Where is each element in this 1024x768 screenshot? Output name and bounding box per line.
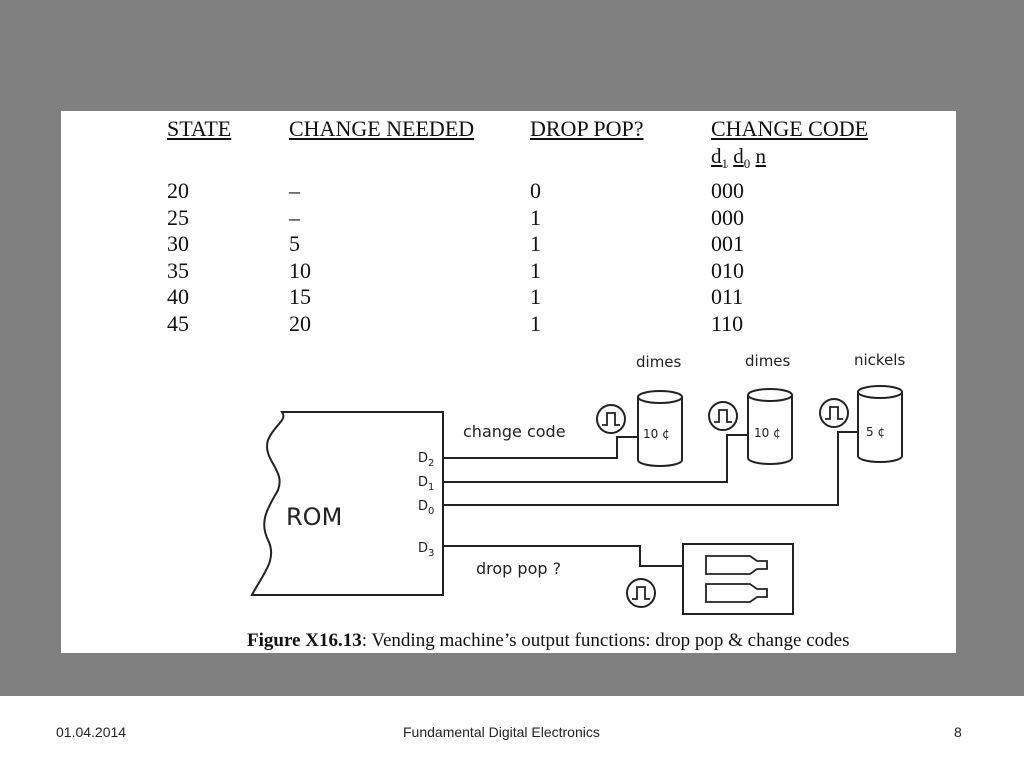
table-cell-change: 5 <box>289 231 300 256</box>
pulse-circle-icon <box>819 398 849 428</box>
table-cell-change: – <box>289 204 300 230</box>
table-cell-code: 011 <box>711 284 744 309</box>
dime-tube-2: 10 ¢ <box>747 388 793 465</box>
pin-d2-label: D2 <box>418 451 434 469</box>
wire-d0 <box>443 431 858 506</box>
table-cell-state: 20 <box>167 178 189 203</box>
rom-block <box>250 411 444 596</box>
table-cell-drop: 1 <box>530 310 541 336</box>
dime-tube-1: 10 ¢ <box>637 390 683 467</box>
dispenser-label-nickels: nickels <box>854 351 905 369</box>
table-cell-change: – <box>289 178 300 203</box>
header-state: STATE <box>167 116 232 141</box>
table-cell-state: 40 <box>167 284 189 309</box>
table-cell-code: 000 <box>711 178 744 203</box>
wire-d2 <box>443 436 637 459</box>
rom-label: ROM <box>286 503 342 531</box>
subheader-bits: d1 d0 n <box>711 144 766 172</box>
pin-d1-label: D1 <box>418 475 434 493</box>
table-cell-drop: 1 <box>530 284 541 309</box>
table-cell-drop: 1 <box>530 231 541 256</box>
change-code-label: change code <box>463 422 566 441</box>
header-drop-pop: DROP POP? <box>530 116 644 141</box>
drop-pop-label: drop pop ? <box>476 559 561 578</box>
table-cell-code: 010 <box>711 257 744 283</box>
footer-date: 01.04.2014 <box>56 724 127 740</box>
figure-panel <box>61 111 956 653</box>
table-cell-drop: 0 <box>530 178 541 203</box>
footer-page-number: 8 <box>954 724 962 740</box>
pulse-circle-icon <box>626 578 656 608</box>
table-cell-code: 000 <box>711 204 744 230</box>
table-cell-change: 15 <box>289 284 311 309</box>
pin-d0-label: D0 <box>418 499 434 517</box>
pin-d3-label: D3 <box>418 541 434 559</box>
table-cell-code: 001 <box>711 231 744 256</box>
table-cell-drop: 1 <box>530 204 541 230</box>
nickel-tube: 5 ¢ <box>857 385 903 463</box>
dispenser-label-dimes-2: dimes <box>745 352 791 370</box>
dime-tube-1-value: 10 ¢ <box>643 427 670 441</box>
pulse-circle-icon <box>596 404 626 434</box>
footer-title: Fundamental Digital Electronics <box>403 724 600 740</box>
wire-d3 <box>443 545 683 567</box>
figure-caption: Figure X16.13: Vending machine’s output … <box>247 630 850 651</box>
nickel-tube-value: 5 ¢ <box>866 425 885 439</box>
header-change-needed: CHANGE NEEDED <box>289 116 475 141</box>
table-cell-code: 110 <box>711 310 744 336</box>
bottle-icon <box>705 583 768 603</box>
pulse-circle-icon <box>708 401 738 431</box>
header-change-code: CHANGE CODE <box>711 116 869 141</box>
table-cell-state: 35 <box>167 257 189 283</box>
wire-d1 <box>443 434 748 483</box>
table-cell-state: 45 <box>167 310 189 336</box>
pop-dispenser <box>682 543 794 615</box>
dime-tube-2-value: 10 ¢ <box>754 426 781 440</box>
table-cell-state: 25 <box>167 204 189 230</box>
table-cell-state: 30 <box>167 231 189 256</box>
bottle-icon <box>705 555 768 575</box>
table-cell-change: 20 <box>289 310 311 336</box>
table-cell-change: 10 <box>289 257 311 283</box>
table-cell-drop: 1 <box>530 257 541 283</box>
dispenser-label-dimes-1: dimes <box>636 353 682 371</box>
